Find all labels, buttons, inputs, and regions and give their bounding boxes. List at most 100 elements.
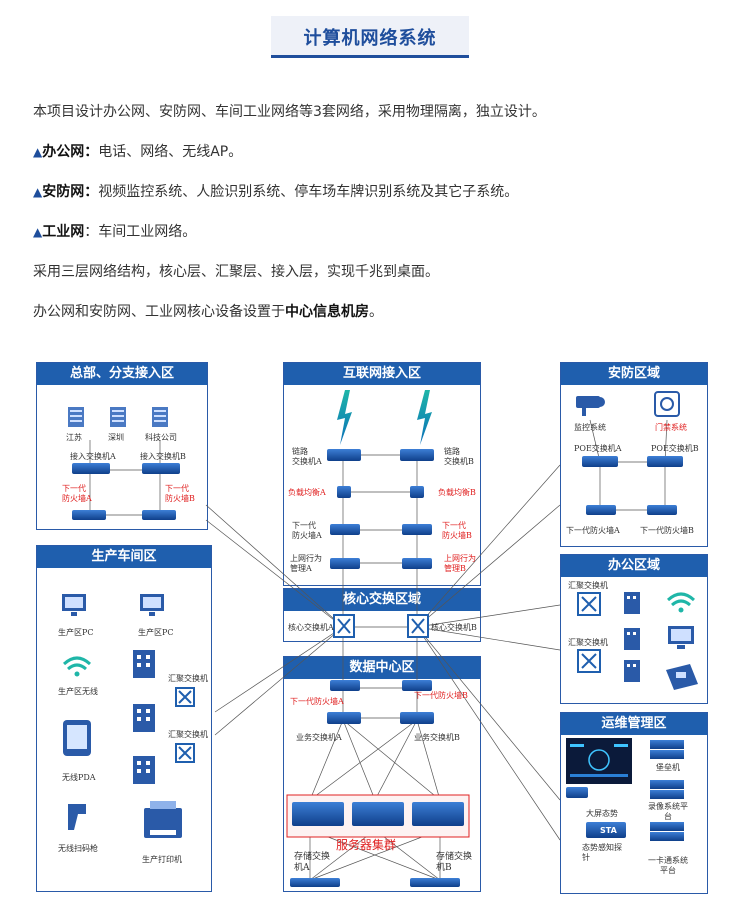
access-control-icon [654, 391, 680, 417]
building-icon [624, 660, 640, 682]
bullet-text: 视频监控系统、人脸识别系统、停车场车牌识别系统及其它子系统。 [98, 184, 519, 200]
cctv-label: 监控系统 [574, 423, 606, 432]
bastion-label: 堡垒机 [656, 763, 680, 772]
card-system-icon [650, 822, 684, 841]
office-switch-icon [577, 592, 601, 616]
zone-internet-title: 互联网接入区 [284, 363, 480, 385]
pda-icon [63, 720, 91, 756]
camera-icon [576, 396, 605, 416]
dc-firewall-b-label: 下一代防火墙B [414, 691, 468, 700]
zone-security-title: 安防区域 [561, 363, 707, 385]
hq-firewall-a-label: 下一代 防火墙A [62, 484, 92, 503]
core-location-strong: 中心信息机房 [285, 304, 369, 320]
bullet-term: 工业网 [42, 224, 85, 240]
plant-pc-label: 生产区PC [138, 628, 174, 637]
load-balancer-b-label: 负载均衡B [438, 488, 476, 497]
scanner-icon [68, 804, 86, 830]
storage-switch-a-label: 存储交换 机A [294, 852, 331, 873]
wifi-icon [666, 592, 696, 607]
bullet-term: 办公网 [42, 144, 85, 160]
nvr-label: 录像系统平 台 [648, 802, 688, 821]
plant-agg-switch-label: 汇聚交换机 [168, 674, 208, 683]
load-balancer-a-label: 负载均衡A [288, 488, 326, 497]
server-icon [68, 407, 84, 427]
hq-firewall-b-label: 下一代 防火墙B [165, 484, 195, 503]
poe-switch-a-label: POE交换机A [574, 444, 622, 453]
biz-switch-b-label: 业务交换机B [414, 733, 460, 742]
core-location-prefix: 办公网和安防网、工业网核心设备设置于 [33, 304, 285, 320]
triangle-icon: ▲ [33, 185, 43, 199]
bullet-term: 安防网 [42, 184, 85, 200]
server-icon [110, 407, 126, 427]
pc-icon [62, 594, 86, 616]
internet-link-icon [417, 390, 432, 445]
switch-icons [72, 449, 683, 887]
office-agg-switch-label: 汇聚交换机 [568, 638, 608, 647]
security-firewall-b-label: 下一代防火墙B [640, 526, 694, 535]
aggregation-switch-icon [175, 687, 195, 707]
zone-core: 核心交换区域 [283, 588, 481, 642]
page-title-banner: 计算机网络系统 [271, 16, 469, 58]
building-icon [624, 592, 640, 614]
zone-security: 安防区域 [560, 362, 708, 547]
core-switch-icon [333, 614, 355, 638]
core-location-text: 办公网和安防网、工业网核心设备设置于中心信息机房。 [33, 301, 383, 321]
title-underline [271, 55, 469, 58]
link-switch-a-label: 链路 交换机A [292, 447, 322, 466]
intro-text: 本项目设计办公网、安防网、车间工业网络等3套网络，采用物理隔离，独立设计。 [33, 104, 546, 120]
bullet-sep: ： [84, 184, 99, 200]
zone-core-title: 核心交换区域 [284, 589, 480, 611]
pc-icon [668, 626, 694, 649]
page-title: 计算机网络系统 [303, 28, 437, 49]
internet-firewall-a-label: 下一代 防火墙A [292, 521, 322, 540]
wifi-dot [74, 671, 80, 677]
card-system-label: 一卡通系统 平台 [648, 856, 688, 875]
server-cluster-label: 服务器集群 [336, 838, 397, 852]
storage-switch-b-label: 存储交换 机B [436, 852, 473, 873]
building-icon [133, 756, 155, 784]
building-icon [133, 704, 155, 732]
printer-icon [144, 801, 182, 838]
zone-hq-title: 总部、分支接入区 [37, 363, 207, 385]
bullet-office: ▲办公网：电话、网络、无线AP。 [33, 141, 242, 161]
dashboard-label: 大屏态势 [586, 809, 618, 818]
plant-agg-switch-label: 汇聚交换机 [168, 730, 208, 739]
bullet-security: ▲安防网：视频监控系统、人脸识别系统、停车场车牌识别系统及其它子系统。 [33, 181, 518, 201]
core-location-suffix: 。 [369, 304, 383, 320]
plant-wifi-label: 生产区无线 [58, 687, 98, 696]
zone-office-title: 办公区域 [561, 555, 707, 577]
poe-switch-b-label: POE交换机B [651, 444, 699, 453]
hq-access-switch-a-label: 接入交换机A [70, 452, 116, 461]
behavior-audit-b-label: 上网行为 管理B [444, 554, 476, 573]
bullet-industrial: ▲工业网：车间工业网络。 [33, 221, 196, 241]
core-switch-icon [407, 614, 429, 638]
site-label: 江苏 [66, 433, 82, 442]
bullet-text: 车间工业网络。 [98, 224, 197, 240]
biz-switch-a-label: 业务交换机A [296, 733, 342, 742]
office-agg-switch-label: 汇聚交换机 [568, 581, 608, 590]
triangle-icon: ▲ [33, 145, 43, 159]
bullet-sep: ： [84, 224, 99, 240]
site-label: 科技公司 [145, 433, 177, 442]
internet-link-icon [337, 390, 352, 445]
bullet-text: 电话、网络、无线AP。 [98, 144, 243, 160]
wifi-dot [678, 607, 684, 613]
office-switch-icon [577, 649, 601, 673]
plant-pc-label: 生产区PC [58, 628, 94, 637]
internet-firewall-b-label: 下一代 防火墙B [442, 521, 472, 540]
bastion-icon [650, 740, 684, 759]
behavior-audit-a-label: 上网行为 管理A [290, 554, 322, 573]
core-switch-b-label: 核心交换机B [431, 623, 477, 632]
nvr-icon [650, 780, 684, 799]
zone-plant-title: 生产车间区 [37, 546, 211, 568]
pc-icon [140, 594, 164, 616]
sta-probe-label: 态势感知探 针 [582, 843, 622, 862]
zone-internet: 互联网接入区 [283, 362, 481, 586]
zone-dc-title: 数据中心区 [284, 657, 480, 679]
dc-firewall-a-label: 下一代防火墙A [290, 697, 344, 706]
dashboard-screen-icon [566, 738, 632, 784]
structure-text: 采用三层网络结构，核心层、汇聚层、接入层，实现千兆到桌面。 [33, 264, 439, 280]
plant-printer-label: 生产打印机 [142, 855, 182, 864]
security-firewall-a-label: 下一代防火墙A [566, 526, 620, 535]
